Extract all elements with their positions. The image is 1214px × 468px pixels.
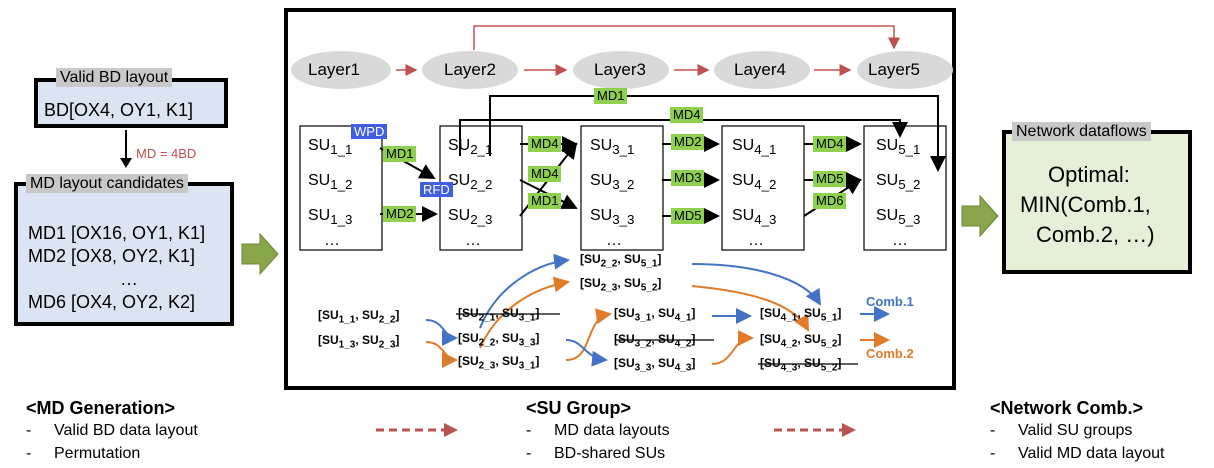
md-tag-md4-su2-mid: MD4 [528,166,562,182]
group-su1-3-su2-3: [SU1_3, SU2_3] [318,333,400,351]
layer-2-label: Layer2 [444,60,496,79]
md-tag-md2-su1: MD2 [383,206,417,222]
layer-5-node [857,51,953,89]
md-tag-md5-su4: MD5 [813,171,847,187]
rfd-tag: RFD [420,182,453,197]
su-2-2: SU2_2 [448,172,493,193]
md-tag-md1-su1: MD1 [383,146,417,162]
su-group-frame [284,8,956,390]
md-candidate-6: MD6 [OX4, OY2, K2] [28,292,196,312]
su-group-item-1: -MD data layouts [526,422,670,439]
group-su2-3-su5-2: [SU2_3, SU5_2] [580,276,662,294]
optimal-line-2: MIN(Comb.1, [1020,192,1151,217]
comb-1-label: Comb.1 [866,294,914,309]
group-su2-2-su3-3: [SU2_2, SU3_3] [458,331,540,349]
md-candidate-1: MD1 [OX16, OY1, K1] [28,223,206,243]
layer-4-label: Layer4 [734,60,786,79]
group-su4-2-su5-2: [SU4_2, SU5_2] [760,332,842,350]
su-box-1-ellipsis: … [324,232,340,249]
group-su4-3-su5-2-struck: [SU4_3, SU5_2] [760,356,842,374]
su-1-2: SU1_2 [308,172,353,193]
md-tag-md2-su3: MD2 [671,134,705,150]
su-5-2: SU5_2 [876,172,921,193]
group-su2-3-su3-1: [SU2_3, SU3_1] [458,354,540,372]
su-1-1: SU1_1 [308,137,353,158]
dashed-arrow-right [774,423,856,437]
layer-5-label: Layer5 [868,60,920,79]
su-box-2-ellipsis: … [465,232,481,249]
optimal-line-1: Optimal: [1048,162,1130,187]
network-comb-caption: <Network Comb.> [990,398,1144,418]
md-generation-caption: <MD Generation> [26,398,176,418]
md-candidate-2: MD2 [OX8, OY2, K1] [28,246,196,266]
su-box-5-ellipsis: … [892,232,908,249]
md-tag-md1-skip: MD1 [594,88,628,104]
su-2-3: SU2_3 [448,207,493,228]
su-3-3: SU3_3 [590,207,635,228]
group-su2-2-su5-1: [SU2_2, SU5_1] [580,252,662,270]
md-candidate-ellipsis: … [120,269,138,289]
su-box-4-ellipsis: … [748,232,764,249]
valid-bd-layout-title: Valid BD layout [56,68,173,87]
su-4-2: SU4_2 [732,172,777,193]
su-4-1: SU4_1 [732,137,777,158]
wpd-tag: WPD [351,124,388,139]
layer-4-node [714,51,810,89]
md-generation-item-1: -Valid BD data layout [26,422,198,439]
dashed-arrow-left [376,423,458,437]
md-candidates-title: MD layout candidates [26,174,188,193]
su-box-3-ellipsis: … [606,232,622,249]
su-3-2: SU3_2 [590,172,635,193]
group-su4-1-su5-1: [SU4_1, SU5_1] [760,306,842,324]
su-5-3: SU5_3 [876,207,921,228]
group-su3-3-su4-3: [SU3_3, SU4_3] [614,356,696,374]
network-comb-item-2: -Valid MD data layout [990,445,1165,462]
group-su1-1-su2-2: [SU1_1, SU2_2] [318,308,400,326]
layer-1-label: Layer1 [308,60,360,79]
md-ratio-label: MD = 4BD [136,146,197,161]
optimal-line-3: Comb.2, …) [1036,222,1155,247]
md-tag-md1-su2-low: MD1 [528,193,562,209]
su-group-diagram [291,25,953,368]
md-ratio-arrow [120,130,132,168]
md-tag-md4-skip: MD4 [670,107,704,123]
comb-2-label: Comb.2 [866,346,914,361]
network-comb-item-1: -Valid SU groups [990,422,1133,439]
md-tag-md6-su4: MD6 [813,193,847,209]
md-tag-md4-su4: MD4 [813,136,847,152]
network-dataflows-title: Network dataflows [1012,122,1151,141]
layer-1-node [291,51,391,89]
valid-bd-layout-value: BD[OX4, OY1, K1] [44,100,194,120]
flow-arrow-left [241,232,279,276]
md-tag-md4-su2-top: MD4 [528,136,562,152]
su-5-1: SU5_1 [876,137,921,158]
su-4-3: SU4_3 [732,207,777,228]
su-3-1: SU3_1 [590,137,635,158]
layer-3-label: Layer3 [594,60,646,79]
group-su2-1-su3-1-struck: [SU2_1, SU3_1] [458,306,540,324]
md-tag-md5-su3: MD5 [671,208,705,224]
group-su3-2-su4-2-struck: [SU3_2, SU4_2] [614,332,696,350]
md-tag-md3-su3: MD3 [671,170,705,186]
su-group-caption: <SU Group> [526,398,632,418]
su-2-1: SU2_1 [448,137,493,158]
su-group-item-2: -BD-shared SUs [526,445,666,462]
group-su3-1-su4-1: [SU3_1, SU4_1] [614,306,696,324]
flow-arrow-right [961,194,999,238]
network-dataflows-box [1002,130,1192,274]
su-1-3: SU1_3 [308,207,353,228]
layer-2-node [422,51,518,89]
md-generation-item-2: -Permutation [26,445,141,462]
layer-3-node [573,51,669,89]
